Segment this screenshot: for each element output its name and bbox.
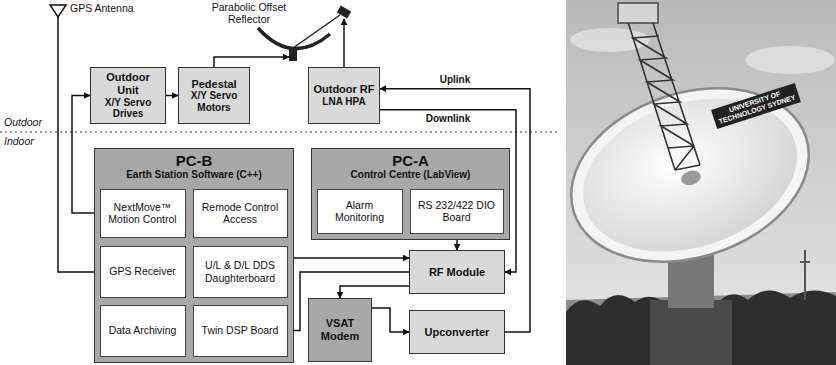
equipment-box: PedestalX/Y Servo Motors [178, 67, 250, 124]
photo-dish-rim [549, 59, 832, 290]
node-title: Outdoor RF [313, 83, 374, 96]
feed-wire [343, 19, 345, 67]
edge-label: Downlink [424, 113, 472, 125]
photo-dish-hub [679, 168, 702, 187]
node-title: RS 232/422 DIO Board [415, 199, 499, 223]
photo-tower [800, 250, 810, 300]
reflector-label: Parabolic Offset Reflector [203, 1, 295, 25]
node-title: GPS Receiver [109, 265, 176, 277]
feed-horn [337, 6, 351, 19]
photo-feed-box [618, 3, 658, 23]
node-title: Upconverter [425, 326, 490, 339]
module-box: Data Archiving [100, 305, 186, 357]
dish-logo-text: UNIVERSITY OF TECHNOLOGY SYDNEY [711, 83, 801, 129]
node-text: Earth Station Software (C++) [126, 169, 262, 181]
node-title: PC-B [176, 152, 213, 169]
module-box: Twin DSP Board [193, 305, 288, 357]
connector [288, 257, 410, 259]
node-text: Control Centre (LabView) [351, 169, 471, 181]
computer-box: PC-AControl Centre (LabView) Alarm Monito… [311, 148, 510, 240]
node-title: Alarm Monitoring [322, 199, 398, 223]
reflector-mount [289, 48, 297, 61]
photo-cloud [570, 28, 650, 52]
equipment-box: RF Module [409, 250, 505, 294]
module-box: NextMove™ Motion Control [100, 189, 186, 238]
node-title: Outdoor Unit [95, 71, 161, 96]
module-box: Remode Control Access [193, 189, 288, 238]
equipment-box: VSAT Modem [308, 298, 372, 362]
equipment-box: Upconverter [409, 310, 505, 354]
photo-dish [549, 59, 832, 290]
node-title: PC-A [392, 152, 429, 169]
node-text: X/Y Servo Motors [183, 90, 245, 113]
equipment-box: Outdoor UnitX/Y Servo Drives [90, 67, 166, 124]
connector [340, 286, 409, 298]
zone-label: Outdoor [4, 116, 42, 128]
photo-dish-surface [563, 73, 817, 278]
equipment-box: Outdoor RFLNA HPA [308, 67, 380, 124]
connector [372, 308, 409, 332]
antenna-label: GPS Antenna [70, 2, 134, 14]
node-title: RF Module [429, 266, 485, 279]
node-text: X/Y Servo Drives [95, 97, 161, 120]
module-box: Alarm Monitoring [317, 189, 403, 234]
node-title: Data Archiving [109, 324, 177, 336]
reflector-symbol [258, 28, 330, 49]
edge-label: Uplink [438, 74, 473, 86]
node-title: VSAT Modem [313, 317, 367, 342]
node-title: Pedestal [191, 78, 236, 91]
module-box: GPS Receiver [100, 246, 186, 298]
connector [166, 95, 178, 97]
zone-label: Indoor [4, 135, 34, 147]
photo-feed-mast [628, 20, 700, 170]
divider-line [0, 132, 560, 133]
node-title: NextMove™ Motion Control [105, 201, 181, 225]
node-title: Remode Control Access [198, 201, 283, 225]
feed-strut [293, 15, 340, 48]
node-title: U/L & D/L DDS Daughterboard [198, 259, 283, 283]
photo-pedestal-base [650, 300, 732, 365]
pedestal-drive-wire [214, 57, 289, 67]
computer-box: PC-BEarth Station Software (C++) NextMove… [94, 148, 294, 363]
module-box: U/L & D/L DDS Daughterboard [193, 246, 288, 298]
module-box: RS 232/422 DIO Board [410, 189, 504, 234]
antenna-symbol [50, 5, 66, 17]
node-text: LNA HPA [322, 96, 365, 108]
photo-cloud [745, 46, 835, 74]
node-title: Twin DSP Board [202, 324, 279, 336]
